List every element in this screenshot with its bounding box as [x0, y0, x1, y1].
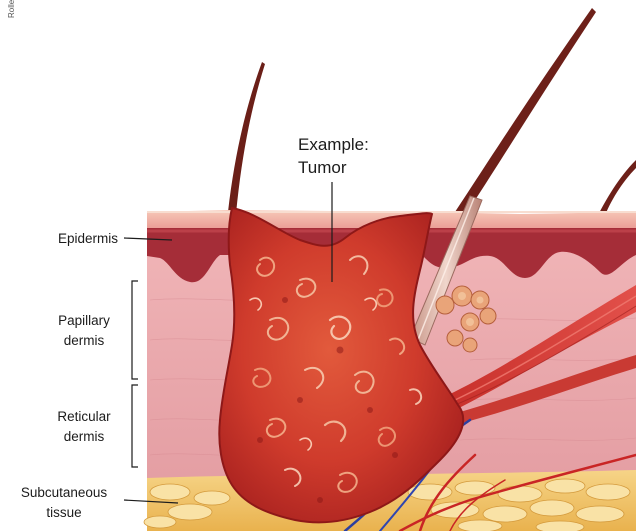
tumor-label-line2: Tumor — [298, 158, 347, 177]
papillary-dermis-label-line1: Papillary — [58, 313, 110, 328]
hair-right — [598, 160, 636, 218]
side-credit-text: Rolle — [7, 0, 16, 18]
tumor-label-line1: Example: — [298, 135, 369, 154]
papillary-dermis-label-line2: dermis — [64, 333, 105, 348]
reticular-dermis-label-line2: dermis — [64, 429, 105, 444]
subcutaneous-label-line1: Subcutaneous — [21, 485, 108, 500]
hair-left — [228, 62, 265, 214]
reticular-dermis-label-line1: Reticular — [57, 409, 111, 424]
epidermis-label: Epidermis — [58, 231, 118, 246]
subcutaneous-label-line2: tissue — [46, 505, 81, 520]
